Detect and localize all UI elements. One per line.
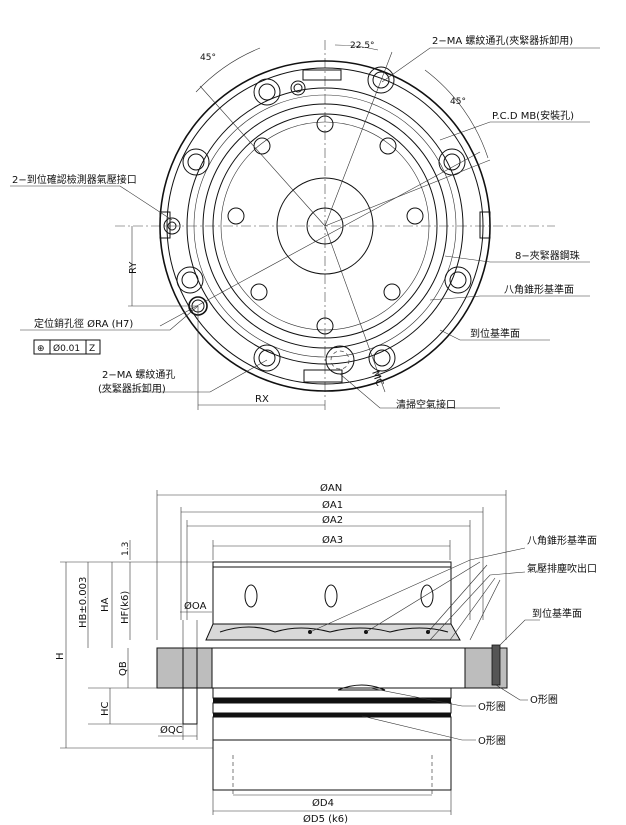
pcd-label: P.C.D MB(安裝孔)	[492, 109, 574, 122]
tapped-hole-label: 2−MA 螺紋通孔(夾緊器拆卸用)	[432, 34, 573, 47]
bottom-spigot	[212, 739, 452, 791]
dim-hf: HF(k6)	[120, 591, 131, 624]
dim-h: H	[55, 652, 66, 660]
sensor-port	[163, 217, 181, 235]
seat-pin	[491, 644, 501, 686]
exhaust-label: 氣壓排塵吹出口	[527, 562, 597, 575]
top-view: 45° 22.5° 45° 2−MA 螺紋通孔(夾緊器拆卸用) P.C.D MB…	[10, 34, 600, 411]
dim-a3: ØA3	[322, 534, 343, 546]
clamp-ball-window-2	[324, 584, 338, 608]
rx-label: RX	[255, 394, 269, 405]
dim-1-3: 1.3	[121, 542, 131, 556]
mc-dim-line	[324, 225, 386, 393]
qc-boss	[182, 687, 198, 725]
angle-45-left: 45°	[200, 53, 216, 63]
dim-a2: ØA2	[322, 514, 343, 526]
gdt-tolerance: Ø0.01	[53, 343, 80, 354]
mc-label: MC	[369, 369, 385, 387]
top-notch	[302, 69, 342, 81]
dim-ha: HA	[100, 597, 111, 612]
dim-d5: ØD5 (k6)	[303, 813, 348, 825]
o-ring-label-1: O形圈	[530, 694, 558, 706]
gdt-symbol: ⊕	[37, 344, 45, 354]
purge-port-label: 清掃空氣接口	[396, 398, 456, 411]
tapped-hole-label2-line2: (夾緊器拆卸用)	[98, 382, 166, 395]
tapped-hole-label2-line1: 2−MA 螺紋通孔	[102, 368, 175, 381]
dim-qb: QB	[118, 661, 129, 676]
ry-label: RY	[128, 261, 139, 274]
locating-pin-label: 定位銷孔徑 ØRA (H7)	[34, 317, 133, 330]
o-ring-top	[337, 684, 386, 691]
gdt-frame: ⊕ Ø0.01 Z	[33, 339, 101, 355]
flange-body	[211, 647, 466, 689]
sensor-port-right	[479, 211, 491, 239]
dim-hc: HC	[100, 701, 111, 716]
dim-hb: HB±0.003	[78, 577, 89, 628]
seat-ref-label-side: 到位基準面	[532, 607, 582, 620]
side-view: ØAN ØA1 ØA2 ØA3	[55, 482, 597, 825]
flange-step-circle	[186, 87, 464, 365]
flange-section-left	[156, 647, 213, 689]
o-ring-label-3: O形圈	[478, 735, 506, 747]
dim-d4: ØD4	[312, 797, 334, 809]
angle-arc-22	[334, 44, 379, 51]
angle-45-right: 45°	[450, 97, 466, 107]
dim-a1: ØA1	[322, 499, 343, 511]
clamp-head	[212, 561, 452, 625]
octagon-taper	[205, 623, 461, 641]
tapped-hole-top	[290, 80, 306, 96]
clamp-ball-holes	[227, 115, 424, 335]
clamp-ball-window-1	[244, 584, 258, 608]
flange-section-right	[464, 647, 508, 689]
octagon-ref-label-side: 八角錐形基準面	[527, 534, 597, 547]
body-outer-circle	[193, 94, 457, 358]
dim-qc: ØQC	[160, 724, 183, 736]
center-boss-circle	[276, 177, 374, 275]
steel-ball-label: 8−夾緊器鋼珠	[515, 249, 580, 262]
dim-an: ØAN	[320, 482, 342, 494]
sensor-port-label: 2−到位確認檢測器氣壓接口	[12, 173, 137, 186]
angle-arc-right	[424, 69, 489, 159]
gdt-datum: Z	[89, 344, 95, 354]
angle-22-5: 22.5°	[350, 41, 375, 51]
o-ring-label-2: O形圈	[478, 701, 506, 713]
angle-arc-left	[195, 47, 261, 93]
body-circle	[202, 103, 448, 349]
seat-ref-label-top: 到位基準面	[470, 327, 520, 340]
dim-oa: ØOA	[184, 600, 207, 612]
flange-inner-edge	[166, 67, 484, 385]
pcd-inner-circle	[220, 121, 430, 331]
octagon-ref-label-top: 八角錐形基準面	[504, 283, 574, 296]
inner-body-circle	[212, 113, 438, 339]
clamp-ball-window-3	[420, 584, 434, 608]
center-bore-circle	[306, 207, 344, 245]
mounting-holes	[176, 66, 472, 372]
